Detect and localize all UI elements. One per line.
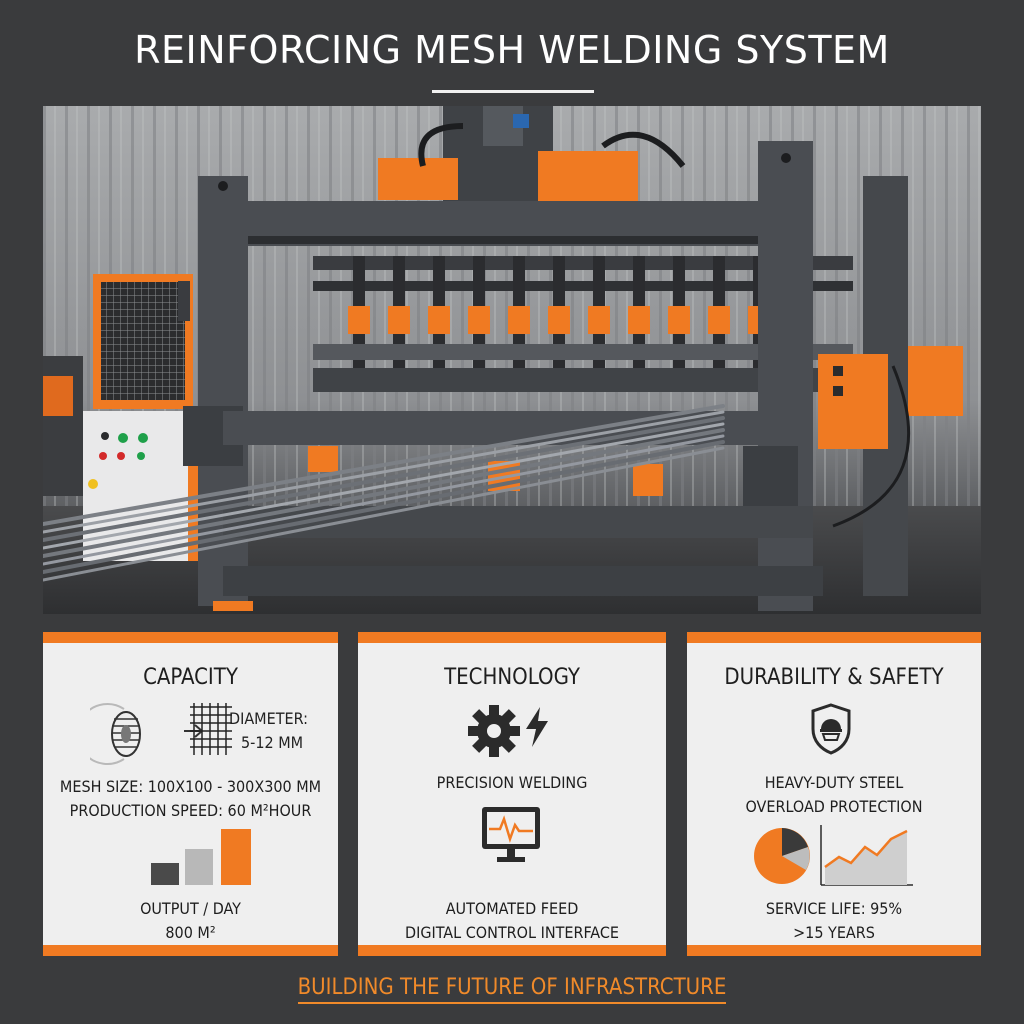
bar-chart-icon — [151, 829, 251, 885]
mesh-size-text: MESH SIZE: 100X100 - 300X300 MM — [59, 777, 322, 796]
monitor-icon — [482, 807, 540, 862]
footer-tagline: BUILDING THE FUTURE OF INFRASTRCTURE — [0, 975, 1024, 1004]
automated-feed-text: AUTOMATED FEED — [445, 899, 579, 918]
capacity-title: CAPACITY — [143, 665, 238, 690]
safety-shield-icon — [811, 703, 851, 755]
lightning-icon — [526, 707, 548, 747]
mesh-grid-icon — [190, 703, 232, 755]
title-underline — [432, 90, 594, 93]
durability-title: DURABILITY & SAFETY — [724, 665, 944, 690]
diameter-value: 5-12 MM — [241, 733, 304, 752]
right-control-box — [818, 354, 888, 449]
wire-coil-icon — [90, 703, 141, 765]
durability-card: DURABILITY & SAFETY HEAVY-DUTY STEEL OVE… — [687, 632, 981, 956]
page-title: REINFORCING MESH WELDING SYSTEM — [134, 28, 890, 72]
technology-title: TECHNOLOGY — [444, 665, 580, 690]
service-life-text: SERVICE LIFE: 95% — [765, 899, 903, 918]
technology-card: TECHNOLOGY PRECISION WELDING AUTOMATED F… — [358, 632, 666, 956]
footer-tagline-text: BUILDING THE FUTURE OF INFRASTRCTURE — [297, 975, 727, 1004]
machine-photo — [43, 106, 981, 614]
capacity-card: CAPACITY DIAMETER: 5-12 MM MESH SIZE: 10… — [43, 632, 338, 956]
precision-welding-text: PRECISION WELDING — [436, 773, 588, 792]
gear-icon — [468, 705, 520, 757]
output-value: 800 M² — [165, 923, 216, 942]
overload-text: OVERLOAD PROTECTION — [745, 797, 923, 816]
steel-rods — [43, 404, 725, 582]
welding-heads — [313, 256, 853, 392]
pie-chart-icon — [754, 828, 810, 884]
heavy-duty-text: HEAVY-DUTY STEEL — [764, 773, 904, 792]
diameter-label: DIAMETER: — [229, 709, 308, 728]
production-speed-text: PRODUCTION SPEED: 60 M²HOUR — [69, 801, 312, 820]
line-chart-icon — [820, 825, 913, 886]
digital-control-text: DIGITAL CONTROL INTERFACE — [405, 923, 619, 942]
years-text: >15 YEARS — [793, 923, 875, 942]
output-label: OUTPUT / DAY — [140, 899, 241, 918]
